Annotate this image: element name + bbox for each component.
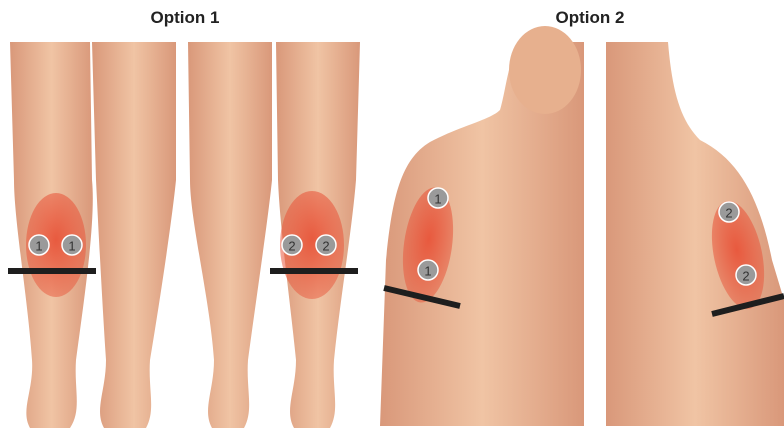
marker-label: 2 <box>322 239 329 254</box>
marker-arm-back-upper: 2 <box>719 202 739 222</box>
marker-label: 1 <box>35 239 42 254</box>
boundary-line-back <box>270 268 358 274</box>
marker-back-left: 2 <box>282 235 302 255</box>
boundary-line-front <box>8 268 96 274</box>
marker-label: 1 <box>434 192 441 207</box>
marker-label: 2 <box>725 206 732 221</box>
marker-back-right: 2 <box>316 235 336 255</box>
marker-front-right: 1 <box>62 235 82 255</box>
marker-label: 1 <box>424 264 431 279</box>
marker-arm-back-lower: 2 <box>736 265 756 285</box>
marker-label: 2 <box>288 239 295 254</box>
marker-label: 1 <box>68 239 75 254</box>
marker-front-left: 1 <box>29 235 49 255</box>
torso-back-view <box>606 42 784 426</box>
marker-label: 2 <box>742 269 749 284</box>
marker-arm-front-lower: 1 <box>418 260 438 280</box>
marker-arm-front-upper: 1 <box>428 188 448 208</box>
